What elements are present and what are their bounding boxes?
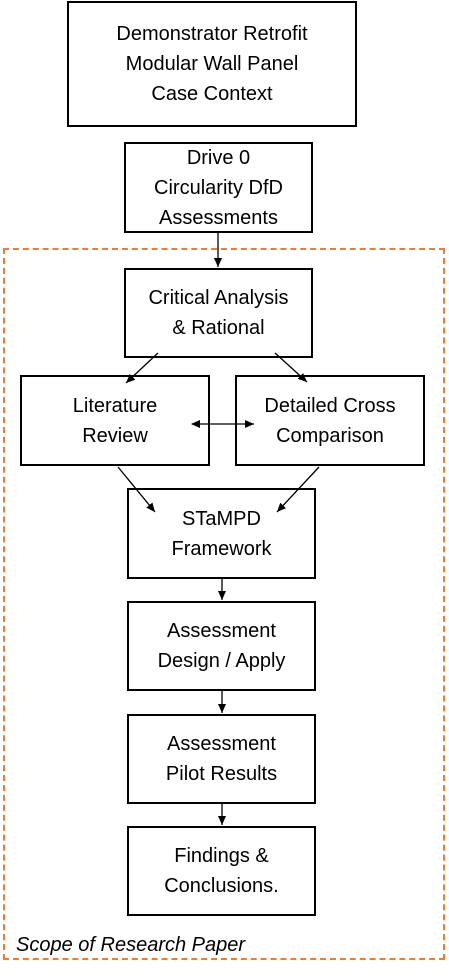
pilot-results-box: Assessment Pilot Results: [127, 714, 316, 804]
critical-analysis-box: Critical Analysis & Rational: [124, 268, 313, 358]
findings-conclusions-box: Findings & Conclusions.: [127, 826, 316, 916]
arrow-critical-to-literature: [125, 352, 159, 384]
cross-comparison-box: Detailed Cross Comparison: [235, 375, 425, 466]
assessment-design-box: Assessment Design / Apply: [127, 601, 316, 691]
research-scope-boundary: [3, 248, 445, 960]
drive0-assessments-box: Drive 0 Circularity DfD Assessments: [124, 142, 313, 233]
arrow-literature-to-stampd: [117, 466, 156, 513]
stampd-framework-box: STaMPD Framework: [127, 488, 316, 579]
arrow-critical-to-comparison: [274, 352, 308, 383]
scope-label: Scope of Research Paper: [16, 934, 246, 956]
case-context-box: Demonstrator Retrofit Modular Wall Panel…: [67, 1, 357, 127]
literature-review-box: Literature Review: [20, 375, 210, 466]
arrow-comparison-to-stampd: [276, 466, 320, 513]
